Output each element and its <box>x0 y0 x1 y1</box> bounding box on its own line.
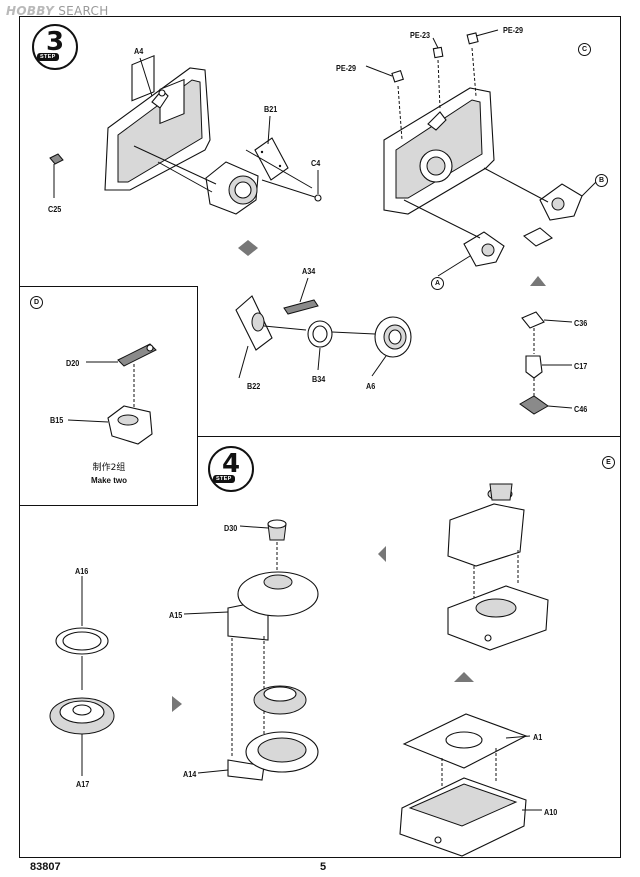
d20-arm <box>117 343 157 367</box>
label-d30: D30 <box>224 523 238 533</box>
step-divider <box>198 436 621 437</box>
make-two-english: Make two <box>90 476 127 485</box>
hobbysearch-watermark: HOBBY SEARCH <box>6 4 109 18</box>
label-b34: B34 <box>312 374 326 384</box>
label-c17: C17 <box>574 361 588 371</box>
make-two-caption: 制作2组 Make two <box>20 460 198 485</box>
label-a34: A34 <box>302 266 316 276</box>
label-a15: A15 <box>169 610 183 620</box>
page-number: 5 <box>320 861 327 873</box>
kit-number: 83807 <box>30 861 61 873</box>
step-3-number: 3 <box>45 27 65 57</box>
watermark-brand: HOBBY <box>6 4 55 18</box>
watermark-text: SEARCH <box>58 4 109 18</box>
step-3-badge: 3 STEP <box>32 24 78 70</box>
mark-d: D <box>30 296 43 309</box>
label-c46: C46 <box>574 404 588 414</box>
label-b22: B22 <box>247 381 261 391</box>
step-4-tag: STEP <box>213 475 235 483</box>
mark-c: C <box>578 43 591 56</box>
label-c25: C25 <box>48 204 62 214</box>
mark-b: B <box>595 174 608 187</box>
label-a4: A4 <box>134 46 144 56</box>
label-pe29-right: PE-29 <box>503 25 524 35</box>
mark-a: A <box>431 277 444 290</box>
label-a1: A1 <box>533 732 543 742</box>
make-two-chinese: 制作2组 <box>92 463 126 473</box>
label-pe29-left: PE-29 <box>336 63 357 73</box>
panel-d <box>19 286 198 506</box>
label-d20: D20 <box>66 358 80 368</box>
a4-panel-drawing <box>104 55 211 191</box>
label-b21: B21 <box>264 104 278 114</box>
label-a10: A10 <box>544 807 558 817</box>
c25-block <box>49 153 64 165</box>
label-b15: B15 <box>50 415 64 425</box>
label-a17: A17 <box>76 779 90 789</box>
label-c36: C36 <box>574 318 588 328</box>
a34-strip <box>283 299 319 315</box>
step-3-tag: STEP <box>37 53 59 61</box>
label-pe23: PE-23 <box>410 30 431 40</box>
label-a14: A14 <box>183 769 197 779</box>
label-a6: A6 <box>366 381 376 391</box>
label-a16: A16 <box>75 566 89 576</box>
step-4-number: 4 <box>221 449 241 479</box>
label-c4: C4 <box>311 158 321 168</box>
step-4-badge: 4 STEP <box>208 446 254 492</box>
mark-e: E <box>602 456 615 469</box>
